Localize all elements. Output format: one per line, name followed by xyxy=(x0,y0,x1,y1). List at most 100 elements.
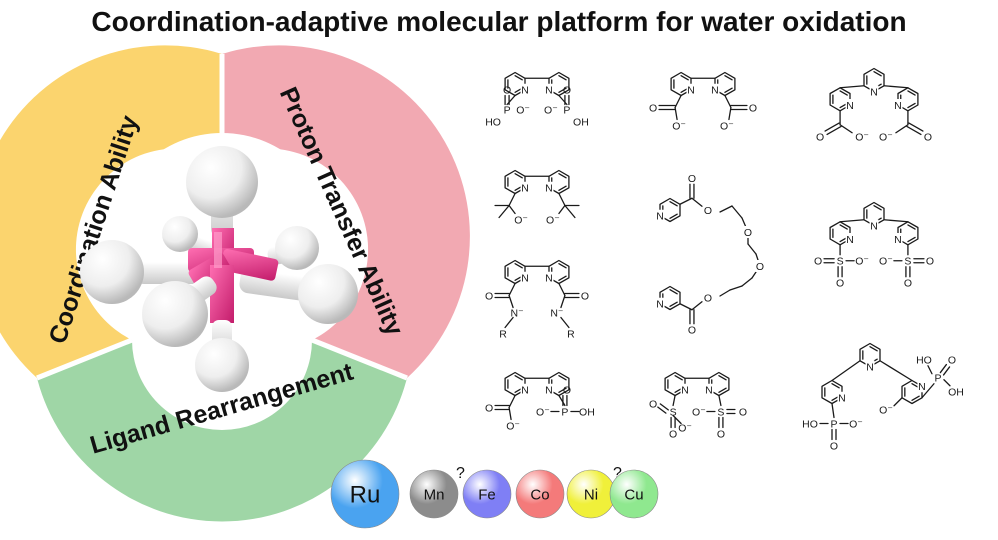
metal-cu-sphere: Cu xyxy=(609,469,659,519)
metal-symbol: Mn xyxy=(424,486,445,503)
atom-label: N xyxy=(838,393,846,405)
ring-divider xyxy=(311,337,408,381)
atom-label: N xyxy=(846,100,854,112)
segment-ligand-rearrangement xyxy=(37,340,407,522)
atom-label: N xyxy=(846,234,854,246)
atom-label: O xyxy=(649,398,657,410)
atom-label: N xyxy=(711,85,719,97)
metal-sphere xyxy=(609,469,659,519)
atom-label: O xyxy=(503,84,511,96)
atom-label: N xyxy=(656,299,664,311)
atom-label: N xyxy=(870,220,878,232)
segment-proton-transfer-ability xyxy=(222,45,470,378)
atom-label: HO xyxy=(485,116,501,128)
atom-label: O xyxy=(904,278,912,290)
metal-ni-sphere: Ni? xyxy=(566,465,622,519)
metal-fe-sphere: Fe xyxy=(462,469,512,519)
atom-label: N xyxy=(894,100,902,112)
atom-label: S xyxy=(717,406,724,418)
atom-label: OH xyxy=(573,116,589,128)
atom-label: N xyxy=(521,385,529,397)
atom-label: O⁻ xyxy=(879,405,893,417)
atom-label: O xyxy=(563,384,571,396)
atom-label: P xyxy=(830,418,837,430)
atom-label: O xyxy=(816,132,824,144)
atom-label: O⁻ xyxy=(720,120,734,132)
atom-label: N xyxy=(545,273,553,285)
atom-label: O xyxy=(563,84,571,96)
atom-label: O xyxy=(485,402,493,414)
metal-mn-sphere: Mn? xyxy=(409,465,465,519)
atom-label: O⁻ xyxy=(678,422,692,434)
atom-label: O xyxy=(830,440,838,452)
atom-label: O xyxy=(739,406,747,418)
atom-label: N⁻ xyxy=(550,307,563,319)
metal-symbol: Fe xyxy=(478,486,496,503)
atom-label: O⁻ xyxy=(879,132,893,144)
property-ring: Coordination Ability Proton Transfer Abi… xyxy=(0,45,470,522)
atom-label: OH xyxy=(579,406,595,418)
atom-label: R xyxy=(567,328,575,340)
ring-divider xyxy=(36,337,133,381)
atom-label: O xyxy=(814,256,822,268)
ligand-ball-top xyxy=(186,146,258,218)
ligand-ball-front-left xyxy=(142,281,208,347)
atom-label: O xyxy=(581,290,589,302)
ligand-ball-back-right xyxy=(275,226,319,270)
uncertain-mark: ? xyxy=(456,465,465,482)
atom-label: O xyxy=(744,227,752,239)
metal-sphere xyxy=(462,469,512,519)
metal-symbol: Cu xyxy=(624,486,643,503)
metal-ru-sphere: Ru xyxy=(330,459,400,529)
atom-label: O xyxy=(669,428,677,440)
atom-label: O xyxy=(836,278,844,290)
metal-center xyxy=(188,228,279,323)
ligand-ball-bottom xyxy=(195,338,249,392)
atom-label: P xyxy=(504,104,511,116)
ligand-ball-back-left xyxy=(162,216,198,252)
atom-label: O xyxy=(704,205,712,217)
atom-label: N xyxy=(545,183,553,195)
atom-label: N xyxy=(870,86,878,98)
atom-label: O⁻ xyxy=(516,104,530,116)
atom-label: O⁻ xyxy=(544,104,558,116)
metal-sphere xyxy=(515,469,565,519)
atom-label: O xyxy=(926,256,934,268)
atom-label: O⁻ xyxy=(855,256,869,268)
atom-label: N xyxy=(681,385,689,397)
atom-label: R xyxy=(499,328,507,340)
atom-label: N xyxy=(545,385,553,397)
atom-label: HO xyxy=(916,355,932,367)
atom-label: O⁻ xyxy=(692,406,706,418)
atom-label: N xyxy=(656,211,664,223)
metal-symbol: Co xyxy=(530,486,549,503)
atom-label: N xyxy=(894,234,902,246)
metal-symbol: Ni xyxy=(584,486,598,503)
atom-label: O⁻ xyxy=(546,214,560,226)
atom-label: N⁻ xyxy=(511,307,524,319)
atom-label: O⁻ xyxy=(514,214,528,226)
atom-label: O⁻ xyxy=(672,120,686,132)
atom-label: O⁻ xyxy=(879,256,893,268)
atom-label: N xyxy=(545,85,553,97)
metal-symbol: Ru xyxy=(350,482,381,509)
atom-label: O xyxy=(688,173,696,185)
atom-label: S xyxy=(904,256,911,268)
atom-label: N xyxy=(705,385,713,397)
atom-label: O⁻ xyxy=(536,406,550,418)
atom-label: O xyxy=(649,102,657,114)
atom-label: O xyxy=(688,325,696,337)
atom-label: N xyxy=(521,85,529,97)
